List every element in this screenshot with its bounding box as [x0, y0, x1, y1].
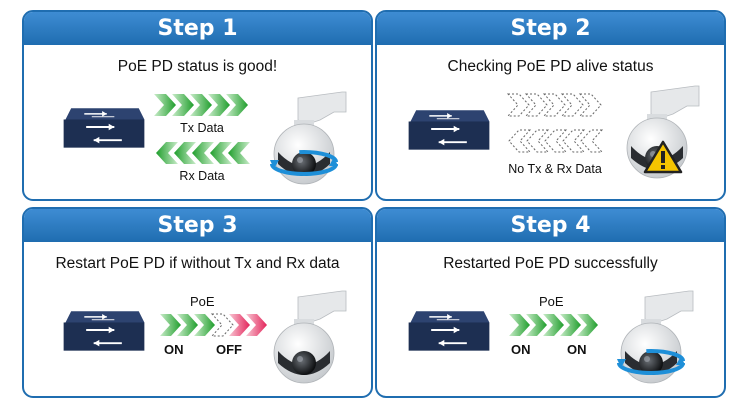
step-3-panel: Step 3 Restart PoE PD if without Tx and …	[22, 207, 373, 398]
step-2-title: Step 2	[377, 12, 724, 45]
network-switch-icon	[62, 310, 146, 352]
on-label: ON	[164, 342, 184, 357]
ptz-camera-icon	[615, 290, 694, 384]
network-switch-icon	[407, 109, 491, 151]
step-2-caption: Checking PoE PD alive status	[447, 58, 654, 75]
poe-label: PoE	[539, 294, 564, 309]
warning-icon	[643, 140, 683, 174]
step-3-title: Step 3	[24, 209, 371, 242]
ptz-camera-icon	[268, 91, 347, 185]
network-switch-icon	[407, 310, 491, 352]
empty-tx-arrows-icon	[507, 93, 602, 117]
rx-data-label: Rx Data	[179, 169, 225, 183]
network-switch-icon	[62, 107, 146, 149]
ptz-camera-icon	[273, 290, 347, 384]
step-4-panel: Step 4 Restarted PoE PD successfully PoE…	[375, 207, 726, 398]
step-2-panel: Step 2 Checking PoE PD alive status No T…	[375, 10, 726, 201]
poe-label: PoE	[190, 294, 215, 309]
step-4-title: Step 4	[377, 209, 724, 242]
on-label-right: ON	[567, 342, 587, 357]
step-4-caption: Restarted PoE PD successfully	[443, 255, 658, 272]
step-1-caption: PoE PD status is good!	[117, 58, 278, 75]
poe-on-arrows-icon	[509, 314, 598, 336]
empty-rx-arrows-icon	[508, 129, 603, 153]
step-1-title: Step 1	[24, 12, 371, 45]
step-1-panel: Step 1 PoE PD status is good! Tx Data Rx…	[22, 10, 373, 201]
off-label: OFF	[216, 342, 242, 357]
poe-on-off-arrows-icon	[160, 313, 267, 337]
rx-data-arrows-icon	[156, 142, 250, 164]
no-data-label: No Tx & Rx Data	[508, 162, 602, 176]
step-3-caption: Restart PoE PD if without Tx and Rx data	[55, 255, 340, 272]
tx-data-arrows-icon	[154, 94, 248, 116]
tx-data-label: Tx Data	[180, 121, 224, 135]
on-label-left: ON	[511, 342, 531, 357]
